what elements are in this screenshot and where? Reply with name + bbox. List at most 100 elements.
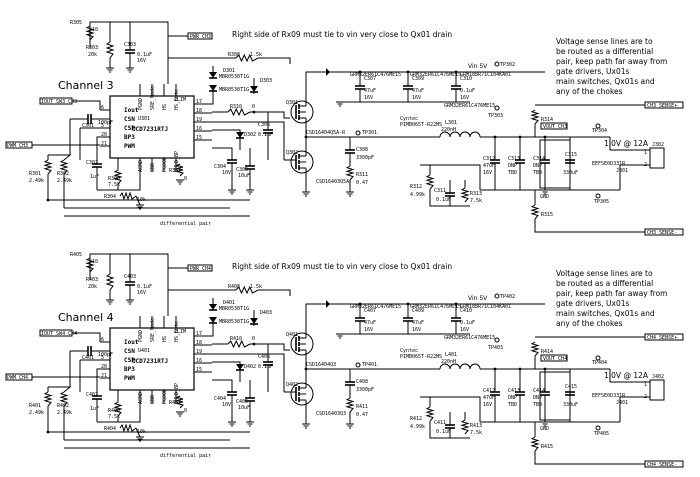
value: 10 [92, 27, 98, 33]
wire [212, 353, 285, 392]
refdes: R303 [86, 45, 98, 51]
ic-pin-top: HS_Gate [174, 321, 180, 342]
resistor [85, 25, 95, 41]
pin-number: 1 [644, 382, 647, 388]
mosfet-part: CSD16403Q5A [316, 179, 349, 185]
junction-dot [252, 342, 256, 346]
ic-pin-left: PWM [124, 143, 135, 150]
refdes: R405 [70, 252, 82, 258]
refdes: C414 [533, 388, 545, 394]
ic-pin-bottom: PGOOD [162, 389, 168, 404]
inductor-part: PIMB065T-R22MS [400, 354, 442, 360]
differential-pair-label: differential pair [160, 453, 211, 459]
snubber-resistor [345, 397, 355, 413]
refdes: C312 [483, 156, 495, 162]
pin-number: 2 [644, 162, 647, 168]
resistor [59, 391, 69, 407]
sense-resistor [530, 109, 540, 125]
output-rating: 1.0V @ 12A [604, 371, 649, 380]
refdes: C313 [508, 156, 520, 162]
resistor [227, 339, 251, 349]
refdes: Q401 [286, 332, 298, 338]
output-inductor [439, 131, 481, 138]
pin-number: 20 [101, 364, 107, 370]
ic-pin-bottom: AGND [138, 392, 144, 404]
wire [72, 332, 101, 342]
test-point-label: TP402 [500, 294, 515, 300]
refdes: R304 [104, 194, 116, 200]
wire [250, 343, 290, 351]
wire [48, 386, 72, 393]
ic-pin-left: Iout [124, 107, 139, 114]
net-tag [644, 101, 684, 109]
net-tag-label: PWM_CH4 [7, 375, 28, 381]
sense-resistor [530, 341, 540, 357]
schottky-diode [250, 318, 258, 324]
value: 1.5k [250, 284, 262, 290]
test-point-label: TP305 [594, 199, 609, 205]
value: 1.5k [250, 52, 262, 58]
mosfet-part: CSD16403Q3 [316, 411, 346, 417]
high-side-mosfet [290, 332, 314, 356]
wire [97, 172, 141, 191]
refdes: C301 [82, 123, 94, 129]
net-tag-label: PWM_CH3 [7, 143, 28, 149]
value: 20k [88, 284, 97, 290]
test-point-label: TP405 [594, 431, 609, 437]
wire [619, 396, 650, 422]
test-point [595, 193, 601, 199]
sense-routing-note: gate drivers, Ux01s [556, 67, 630, 76]
junction-dot [493, 367, 497, 371]
refdes: D301 [223, 68, 235, 74]
ground-label: GND [540, 426, 549, 432]
channel-title: Channel 3 [58, 79, 114, 92]
schottky-diode [209, 85, 217, 91]
ic-pin-left: BP3 [124, 134, 135, 141]
value: 10k [137, 429, 146, 435]
refdes: R406 [108, 408, 120, 414]
schottky-diode [236, 364, 244, 370]
test-point-label: TP401 [362, 362, 377, 368]
pin-number: 20 [101, 132, 107, 138]
refdes: C402 [86, 392, 98, 398]
refdes: L401 [445, 352, 457, 358]
junction-dot [46, 198, 50, 202]
refdes: R308 [228, 52, 240, 58]
net-tag [644, 333, 684, 341]
resistor [113, 401, 123, 417]
driver-ic-body [109, 327, 195, 391]
value: TBD [533, 402, 542, 408]
ic-pin-top: HS [162, 336, 168, 342]
wire [429, 421, 470, 439]
resistor [113, 169, 123, 185]
refdes: D402 [244, 364, 256, 370]
wire [212, 129, 241, 132]
schottky-diode [209, 304, 217, 310]
value: 2.49k [29, 178, 44, 184]
value: 20k [88, 52, 97, 58]
wire [47, 174, 250, 201]
ic-pin-left: CSN [124, 116, 135, 123]
resistor [425, 174, 435, 190]
value: 16V [364, 95, 373, 101]
refdes: R311 [356, 172, 368, 178]
wire [89, 253, 111, 274]
net-tag-label: VOUT_CH4 [543, 356, 567, 362]
test-point [595, 123, 601, 129]
net-tag-label: IOUT_SW4_CH4 [41, 331, 77, 337]
wire [212, 361, 241, 364]
refdes: C314 [533, 156, 545, 162]
test-point-label: TP301 [362, 130, 377, 136]
pin-number: 17 [196, 331, 202, 337]
refdes: C411 [434, 420, 446, 426]
refdes: R403 [86, 277, 98, 283]
resistor [235, 53, 259, 63]
refdes: C310 [460, 76, 472, 82]
value: 16V [460, 327, 469, 333]
snubber-resistor [345, 165, 355, 181]
refdes: D401 [223, 300, 235, 306]
schottky-diode [209, 72, 217, 78]
sense-routing-note: pair, keep path far away from [556, 57, 667, 66]
wire [258, 57, 291, 64]
